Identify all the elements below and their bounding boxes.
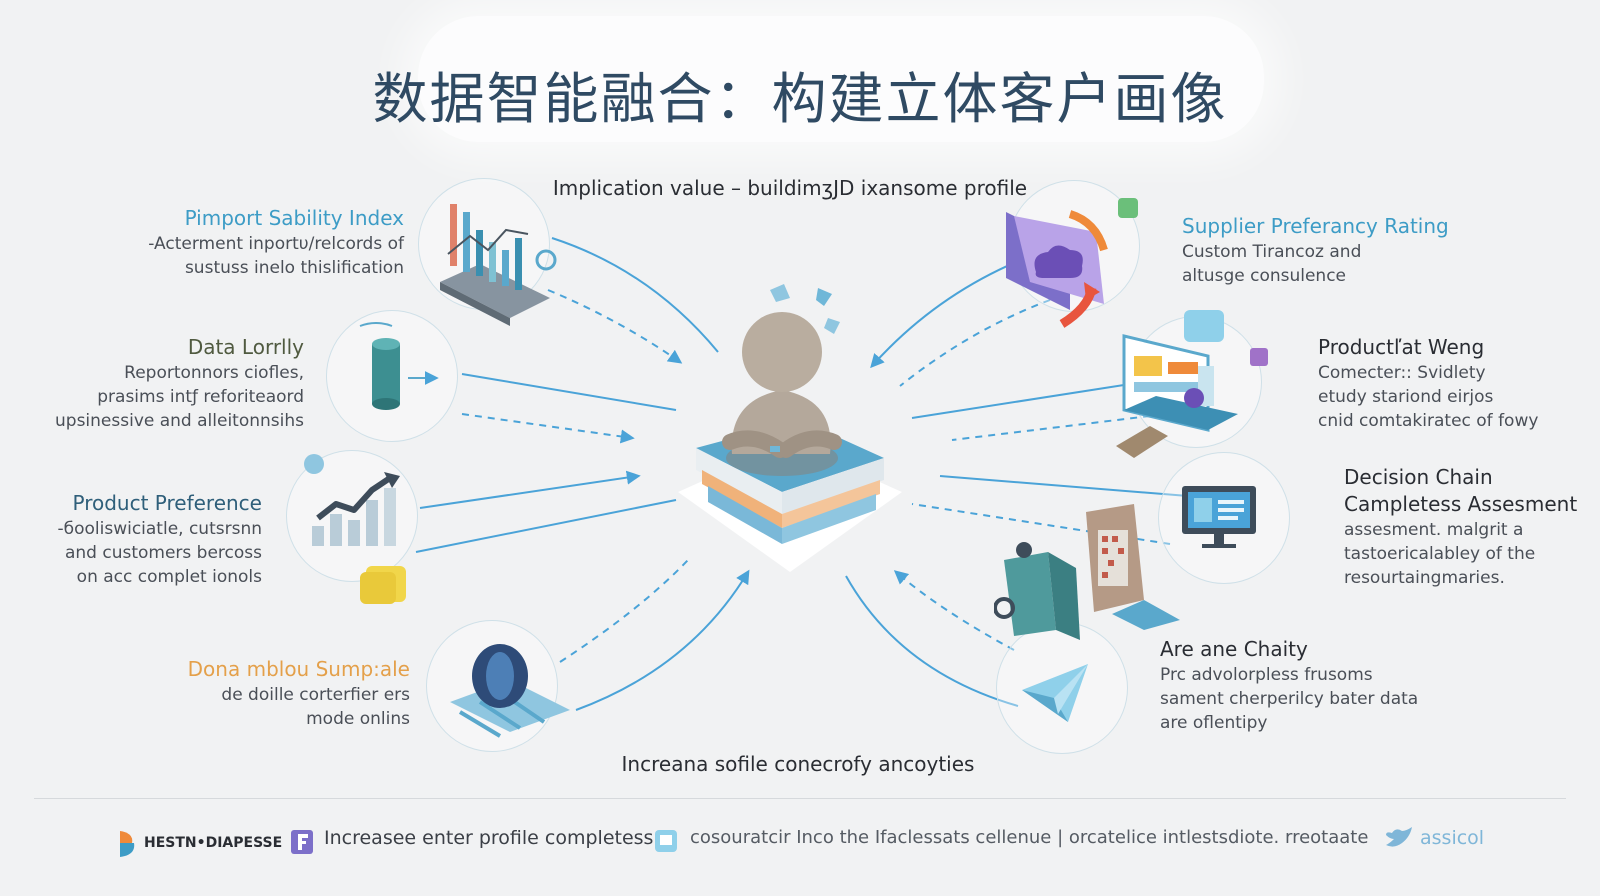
node-are-ane-chaity: Are ane Chaity Prc advolorpless frusoms … (1160, 636, 1460, 735)
node-line: cnid comtakiratec of fowy (1318, 411, 1539, 431)
connector-right-3 (939, 475, 1189, 497)
connector-left-4b (575, 569, 750, 711)
central-person-illustration (678, 284, 902, 572)
profile-icon (291, 830, 313, 854)
node-data-lorrlly: Data Lorrlly Reportonnors ciofles, prasi… (0, 334, 304, 433)
connector-left-3b (415, 499, 677, 553)
title-glow (418, 16, 1264, 142)
node-title: Supplier Preferancy Rating (1182, 214, 1449, 238)
node-line: Reportonnors ciofles, (124, 363, 304, 383)
node-line: sament cherperilcy bater data (1160, 689, 1419, 709)
node-line: prasims intƒ reforiteaord (97, 387, 304, 407)
node-title: Data Lorrlly (187, 335, 304, 359)
node-line: etudy stariond eirjos (1318, 387, 1494, 407)
node-dona-mblou-sumpale: Dona mblou Sump:ale de doille corterfier… (60, 656, 410, 731)
node-title: Pimport Sability Index (184, 206, 404, 230)
node-line: altusge consulence (1182, 266, 1347, 286)
trend-chart-icon (304, 454, 406, 604)
connector-right-4b (845, 575, 1019, 707)
footer-brand: HESTN•DIAPESSE (144, 835, 283, 851)
circle-monitor (1158, 452, 1290, 584)
circle-paper-plane (996, 622, 1128, 754)
node-line: on acc complet ionols (76, 567, 262, 587)
node-product-preference: Product Preference -бooliswiciatle, cuts… (0, 490, 262, 589)
node-line: and customers bercoss (64, 543, 262, 563)
node-line: are oflentipy (1160, 713, 1268, 733)
caption-top: Implication value – buildimʒJD ixansome … (552, 176, 1028, 200)
node-title: Productľat Weng (1318, 335, 1485, 359)
bird-icon (1386, 827, 1412, 847)
connector-left-1 (551, 237, 719, 353)
node-line: -Acterment inportυ/relcords of (148, 234, 404, 254)
node-line: mode onlins (306, 709, 410, 729)
node-title: Are ane Chaity (1160, 637, 1308, 661)
footer-item-profile: Increasee enter profile completess (324, 827, 654, 849)
node-title: Product Preference (72, 491, 262, 515)
ring-network-icon (450, 644, 570, 738)
node-title-2: Campletess Assesment (1344, 492, 1578, 516)
node-line: -бooliswiciatle, cutsrsnn (57, 519, 262, 539)
footer-item-assicol: assicol (1420, 827, 1485, 849)
connector-left-2 (461, 373, 677, 411)
dashboard-device-icon (1116, 310, 1268, 458)
brand-logo-icon (120, 831, 135, 857)
node-decision-chain: Decision Chain Campletess Assesment asse… (1344, 464, 1596, 590)
node-line: resourtaingmaries. (1344, 568, 1505, 588)
node-pimport-sability-index: Pimport Sability Index -Acterment inport… (20, 205, 404, 280)
node-line: Custom Tirancoz and (1182, 242, 1362, 262)
node-title: Dona mblou Sump:ale (187, 657, 410, 681)
node-line: de doille corterfier ers (221, 685, 410, 705)
bar-chart-icon (440, 204, 557, 326)
monitor-icon (1182, 486, 1256, 548)
caption-bottom: Increana sofile conecrofy ancoyties (621, 752, 975, 776)
node-line: tastoericalabley of the (1344, 544, 1536, 564)
cloud-folder-icon (1006, 198, 1138, 328)
node-supplier-preferancy-rating: Supplier Preferancy Rating Custom Tiranc… (1182, 213, 1482, 288)
screen-icon (655, 830, 677, 852)
node-line: upsinessive and alleitonnsihs (55, 411, 304, 431)
page-title: 数据智能融合：构建立体客户画像 (372, 67, 1228, 131)
building-calendar-icon (994, 504, 1180, 640)
node-title: Decision Chain (1344, 465, 1493, 489)
footer-divider (34, 798, 1566, 799)
connector-left-3 (419, 470, 641, 509)
node-line: assesment. malgrit a (1344, 520, 1524, 540)
paper-plane-icon (1022, 664, 1088, 722)
node-line: Comecter:: Svidlety (1318, 363, 1486, 383)
connector-right-2 (911, 379, 1157, 419)
connector-left-1b (547, 289, 683, 364)
node-product-eat-weng: Productľat Weng Comecter:: Svidlety etud… (1318, 334, 1593, 433)
footer-item-description: cosouratcir Inco the Ifaclessats cellenu… (690, 827, 1369, 848)
node-line: sustuss inelo thislification (184, 258, 404, 278)
connector-left-2b (461, 413, 635, 444)
node-line: Prc advolorpless frusoms (1160, 665, 1373, 685)
connector-right-4 (893, 570, 1015, 651)
footer: HESTN•DIAPESSE Increasee enter profile c… (0, 827, 1600, 875)
database-cylinder-icon (359, 322, 439, 410)
connector-left-4 (559, 559, 689, 663)
